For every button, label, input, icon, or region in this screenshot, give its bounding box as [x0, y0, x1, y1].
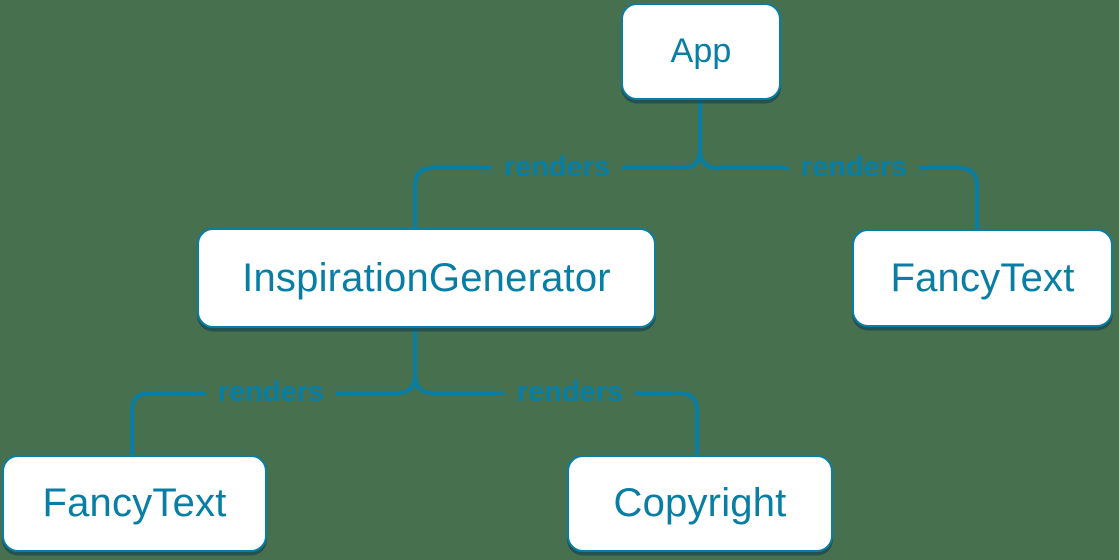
- edge-label-renders: renders: [504, 376, 636, 409]
- edge-label-renders: renders: [491, 151, 623, 184]
- edge-label-renders: renders: [205, 376, 337, 409]
- node-app: App: [621, 3, 781, 100]
- node-inspiration-generator: InspirationGenerator: [197, 228, 656, 328]
- node-copyright: Copyright: [567, 455, 833, 552]
- edge-label-renders: renders: [788, 151, 920, 184]
- node-fancy-text-left: FancyText: [2, 455, 267, 552]
- node-fancy-text-right: FancyText: [852, 229, 1113, 327]
